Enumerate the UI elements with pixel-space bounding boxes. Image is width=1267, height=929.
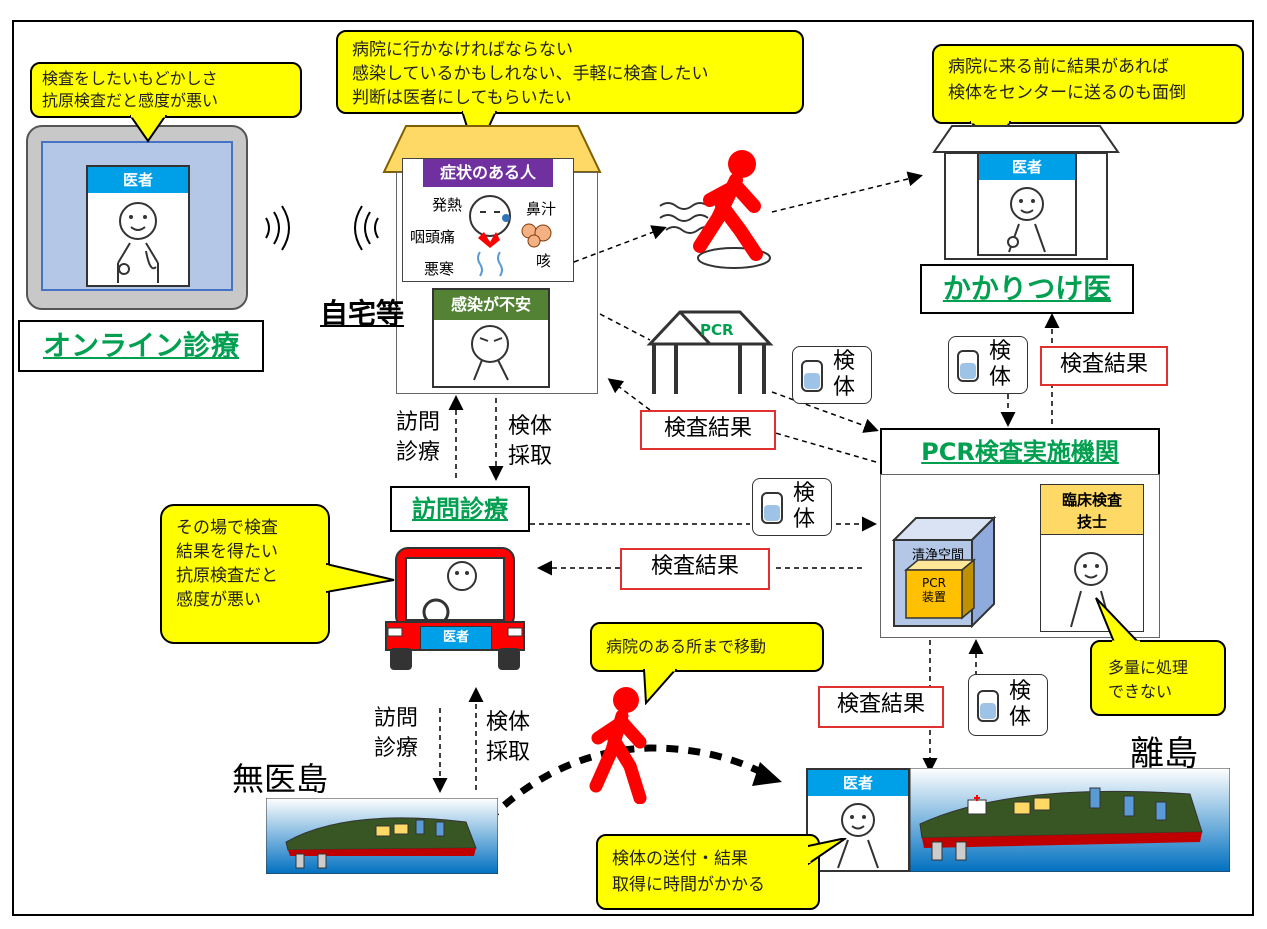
specimen-collect-text: 検体 採取 (508, 414, 553, 469)
specimen-badge-clinic: 検体 (948, 336, 1028, 394)
anxious-card: 感染が不安 (432, 288, 550, 388)
lab-tech-tag: 臨床検査 技士 (1041, 485, 1143, 535)
symptom-fever: 発熱 (432, 196, 463, 214)
island-specimen-collect-text: 検体 採取 (486, 710, 531, 765)
lab-tech-card: 臨床検査 技士 (1040, 484, 1144, 632)
test-tube-icon (801, 360, 823, 392)
pcr-device-label: PCR 装置 (921, 576, 946, 604)
lab-bubble-tail (1095, 597, 1141, 644)
symptomatic-tag: 症状のある人 (423, 159, 553, 187)
online-label: オンライン診療 (18, 320, 264, 372)
home-visit-label: 訪問診療 (390, 486, 530, 532)
diagram-frame (12, 20, 1254, 916)
symptom-chills: 悪寒 (424, 260, 455, 278)
anxious-person-icon (471, 325, 509, 381)
island-visit-care-text: 訪問 診療 (374, 706, 419, 761)
symptom-sore-throat: 咽頭痛 (410, 228, 456, 246)
pcr-tent-label: PCR (700, 321, 734, 339)
car-bubble-tail (326, 562, 395, 594)
specimen-badge-visit: 検体 (752, 478, 832, 536)
result-box-island: 検査結果 (818, 686, 944, 728)
home-label: 自宅等 (320, 297, 405, 330)
walking-person-island-icon (589, 687, 647, 804)
specimen-text: 検体 (989, 339, 1012, 390)
specimen-badge-tent: 検体 (792, 346, 872, 404)
result-box-clinic: 検査結果 (1040, 346, 1168, 386)
doctor-tag: 医者 (979, 154, 1075, 180)
lab-bubble: 多量に処理 できない (1090, 640, 1226, 716)
doctor-tag: 医者 (88, 167, 188, 193)
doctor-icon (837, 803, 879, 869)
island-doctor-card: 医者 (806, 768, 910, 872)
pcr-device-box (904, 558, 976, 620)
cough-cloud-icon (521, 223, 552, 248)
test-tube-icon (977, 690, 999, 722)
test-tube-icon (957, 350, 979, 382)
island-bubble: 検体の送付・結果 取得に時間がかかる (596, 834, 820, 910)
online-doctor-card: 医者 (86, 165, 190, 287)
sick-person-icon (469, 195, 511, 277)
doctor-icon (117, 202, 159, 283)
specimen-badge-island: 検体 (968, 674, 1048, 736)
island-bubble-tail (808, 838, 847, 866)
online-monitor: 医者 (26, 125, 248, 310)
walking-person-icon (659, 150, 771, 269)
online-bubble: 検査をしたいもどかしさ 抗原検査だと感度が悪い (30, 62, 302, 118)
clinic-doctor-card: 医者 (977, 152, 1077, 256)
pcr-tent-icon (646, 310, 774, 394)
test-tube-icon (761, 492, 783, 524)
symptomatic-card: 症状のある人 (402, 158, 574, 282)
home-bubble: 病院に行かなければならない 感染しているかもしれない、手軽に検査したい 判断は医… (336, 30, 804, 114)
clinic-roof (932, 125, 1120, 153)
anxious-tag: 感染が不安 (434, 290, 548, 320)
clinic-label: かかりつけ医 (920, 264, 1134, 314)
specimen-text: 検体 (793, 481, 816, 532)
signal-waves-icon (265, 205, 379, 251)
no-doctor-island-label: 無医島 (232, 760, 329, 798)
doctor-icon (1007, 187, 1046, 253)
car-doctor-tag: 医者 (420, 626, 492, 650)
no-doctor-island-image (266, 798, 498, 874)
move-bubble-tail (642, 669, 678, 705)
specimen-text: 検体 (1009, 679, 1032, 730)
specimen-text: 検体 (833, 349, 856, 400)
island-label: 離島 (1130, 734, 1198, 774)
symptom-runny-nose: 鼻汁 (526, 200, 557, 218)
clinic-bubble: 病院に来る前に結果があれば 検体をセンターに送るのも面倒 (932, 44, 1244, 124)
symptom-cough: 咳 (536, 252, 552, 270)
island-image (910, 768, 1230, 872)
move-bubble: 病院のある所まで移動 (590, 622, 824, 672)
online-bubble-tail (130, 115, 168, 143)
result-box-home: 検査結果 (640, 410, 776, 450)
doctor-tag: 医者 (808, 770, 908, 796)
result-box-visit: 検査結果 (620, 548, 770, 590)
visit-care-text: 訪問 診療 (396, 410, 441, 465)
car-bubble: その場で検査 結果を得たい 抗原検査だと 感度が悪い (160, 504, 330, 644)
